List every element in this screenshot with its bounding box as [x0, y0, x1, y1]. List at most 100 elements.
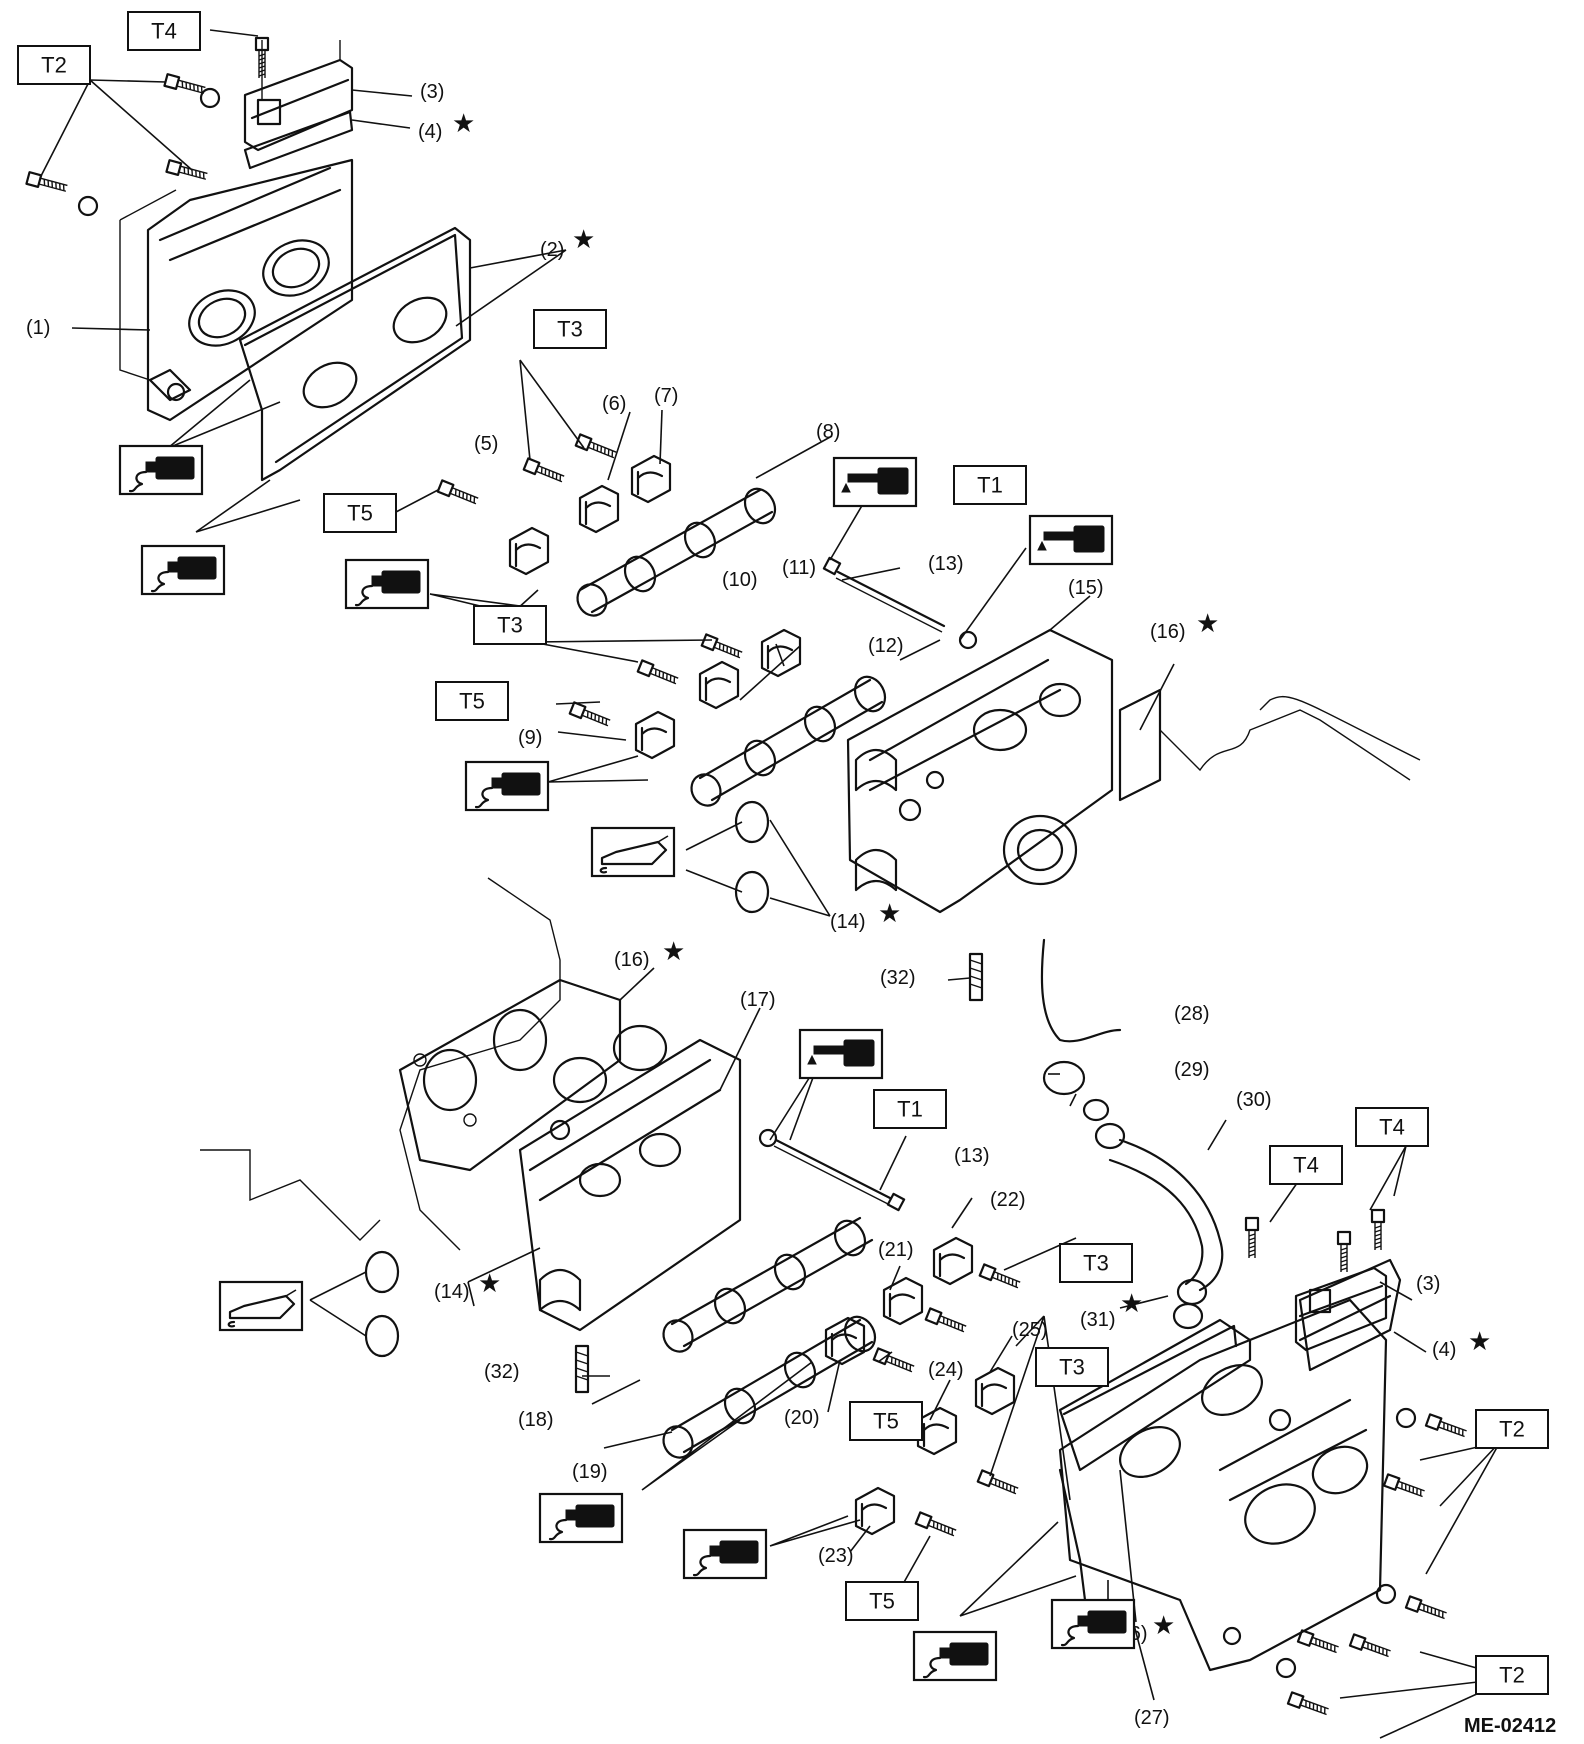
- torque-box-t5: T5: [849, 1401, 923, 1441]
- callout-21: (21): [878, 1239, 914, 1261]
- bolt-icon: [636, 659, 681, 688]
- bolt-icon: [1370, 1208, 1386, 1252]
- svg-text:T4: T4: [151, 19, 177, 44]
- svg-text:T5: T5: [459, 689, 485, 714]
- bolt-icon: [978, 1263, 1023, 1292]
- callout-32: (32): [880, 967, 916, 989]
- camshaft-cap-21: [882, 1276, 924, 1326]
- star-symbol: ★: [1468, 1327, 1491, 1357]
- callout-22: (22): [990, 1189, 1026, 1211]
- bolt-icon: [522, 457, 567, 486]
- star-symbol: ★: [662, 937, 685, 967]
- torque-box-t3: T3: [533, 309, 607, 349]
- star-symbol: ★: [878, 899, 901, 929]
- grease-gun-icon: [590, 826, 676, 878]
- callout-labels: (1) (2) ★ (3) (4) ★ (5) (6) (7) (8) (9) …: [26, 81, 1491, 1729]
- callout-7: (7): [654, 385, 678, 407]
- bolt-icon: [1424, 1413, 1469, 1441]
- torque-box-t2: T2: [1475, 1655, 1549, 1695]
- torque-box-t2: T2: [1475, 1409, 1549, 1449]
- svg-text:T2: T2: [41, 53, 67, 78]
- bolt-icon: [163, 73, 208, 98]
- cylinder-head-lower: [518, 1024, 742, 1332]
- torque-box-t2: T2: [17, 45, 91, 85]
- callout-6: (6): [602, 393, 626, 415]
- oil-can-icon: [798, 1028, 884, 1080]
- bolt-icon: [165, 159, 210, 184]
- callout-16: (16): [1150, 621, 1186, 643]
- valve-cover-lower: [1058, 1258, 1402, 1672]
- svg-text:T1: T1: [977, 473, 1003, 498]
- sealant-icon: [538, 1492, 624, 1544]
- camshaft-upper-2: [690, 675, 887, 807]
- cylinder-block-outline: [200, 877, 561, 1251]
- callout-14: (14): [830, 911, 866, 933]
- washer-icon: [1375, 1583, 1397, 1605]
- star-symbol: ★: [452, 109, 475, 139]
- camshaft-lower-2: [662, 1315, 877, 1459]
- torque-box-t5: T5: [435, 681, 509, 721]
- svg-text:T3: T3: [1059, 1355, 1085, 1380]
- bolt-icon: [914, 1511, 959, 1540]
- bolt-icon: [436, 479, 481, 508]
- oil-pipe-assembly: [1042, 1060, 1260, 1330]
- bolt-icon: [700, 633, 745, 662]
- star-symbol: ★: [478, 1269, 501, 1299]
- svg-text:T4: T4: [1293, 1153, 1319, 1178]
- callout-25: (25): [1012, 1319, 1048, 1341]
- star-symbol: ★: [1152, 1611, 1175, 1641]
- torque-box-t3: T3: [473, 605, 547, 645]
- camshaft-upper-1: [576, 487, 777, 617]
- sealant-icon: [140, 544, 226, 596]
- camshaft-cap-5: [508, 526, 550, 576]
- callout-5: (5): [474, 433, 498, 455]
- torque-box-t4: T4: [1269, 1145, 1343, 1185]
- long-bolt-lower: [758, 1128, 906, 1212]
- callout-19: (19): [572, 1461, 608, 1483]
- camshaft-cap-24: [916, 1406, 958, 1456]
- svg-text:T3: T3: [1083, 1251, 1109, 1276]
- oil-can-icon: [832, 456, 918, 508]
- svg-text:T2: T2: [1499, 1417, 1525, 1442]
- washer-icon: [1275, 1657, 1297, 1679]
- torque-box-t3: T3: [1035, 1347, 1109, 1387]
- callout-15: (15): [1068, 577, 1104, 599]
- washer-icon: [1395, 1407, 1417, 1429]
- callout-17: (17): [740, 989, 776, 1011]
- grease-gun-icon: [218, 1280, 304, 1332]
- oil-seal-icon: [734, 800, 770, 844]
- camshaft-cap-22: [932, 1236, 974, 1286]
- callout-1: (1): [26, 317, 50, 339]
- washer-icon: [77, 195, 99, 217]
- svg-text:T1: T1: [897, 1097, 923, 1122]
- callout-24: (24): [928, 1359, 964, 1381]
- washer-icon: [199, 87, 221, 109]
- sealant-icon: [682, 1528, 768, 1580]
- bolt-icon: [1404, 1595, 1449, 1623]
- sealant-icon: [464, 760, 550, 812]
- callout-27: (27): [1134, 1707, 1170, 1729]
- stud-lower: [574, 1344, 590, 1394]
- svg-text:T5: T5: [873, 1409, 899, 1434]
- svg-text:T3: T3: [557, 317, 583, 342]
- callout-2: (2): [540, 239, 564, 261]
- torque-box-t1: T1: [953, 465, 1027, 505]
- svg-text:T5: T5: [347, 501, 373, 526]
- torque-box-t4: T4: [127, 11, 201, 51]
- camshaft-cap-9: [634, 710, 676, 760]
- torque-box-t1: T1: [873, 1089, 947, 1129]
- sealant-icon: [118, 444, 204, 496]
- oil-seal-icon: [734, 870, 770, 914]
- oil-filler-plate-upper: [243, 40, 354, 170]
- valve-cover-gasket-upper: [238, 226, 472, 482]
- callout-28: (28): [1174, 1003, 1210, 1025]
- oil-seal-icon: [364, 1250, 400, 1294]
- star-symbol: ★: [572, 225, 595, 255]
- sealant-icon: [912, 1630, 998, 1682]
- callout-16: (16): [614, 949, 650, 971]
- cylinder-head-upper: [846, 628, 1421, 1043]
- torque-box-t4: T4: [1355, 1107, 1429, 1147]
- bolt-icon: [1336, 1230, 1352, 1274]
- camshaft-cap-7: [630, 454, 672, 504]
